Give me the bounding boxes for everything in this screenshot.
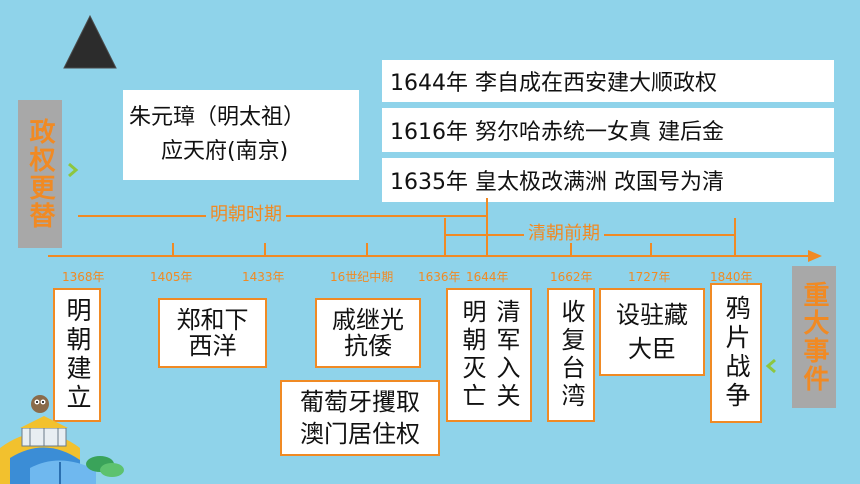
chevron-right-icon [68, 162, 79, 178]
regime-change-label: 政权更替 [25, 118, 55, 230]
chevron-left-icon [765, 358, 776, 374]
event-recover-taiwan: 收复台湾 [547, 288, 595, 422]
event-ming-fall-qing-entry: 明朝灭亡 清军入关 [446, 288, 532, 422]
qing-period-start-tick [444, 218, 446, 256]
tick-1433 [264, 243, 266, 255]
timeline-arrow-icon [808, 250, 822, 262]
tick-16c [366, 243, 368, 255]
ming-period-end-tick [486, 198, 488, 256]
year-1636: 1636年 [418, 270, 461, 284]
year-1368: 1368年 [62, 270, 105, 284]
year-16c: 16世纪中期 [330, 270, 394, 284]
major-events-panel: 重大事件 [792, 266, 836, 408]
dashun-text: 1644年 李自成在西安建大顺政权 [390, 71, 717, 96]
event-tibet-minister: 设驻藏 大臣 [599, 288, 705, 376]
qing-text: 1635年 皇太极改满洲 改国号为清 [390, 170, 724, 195]
tick-1405 [172, 243, 174, 255]
year-1727: 1727年 [628, 270, 671, 284]
timeline-axis [48, 255, 812, 257]
dashun-box: 1644年 李自成在西安建大顺政权 [382, 60, 834, 102]
year-1840: 1840年 [710, 270, 753, 284]
event-zheng-he: 郑和下 西洋 [158, 298, 267, 368]
triangle-decoration [63, 14, 117, 69]
event-qi-jiguang: 戚继光 抗倭 [315, 298, 421, 368]
event-opium-war: 鸦片战争 [710, 283, 762, 423]
year-1433: 1433年 [242, 270, 285, 284]
year-1405: 1405年 [150, 270, 193, 284]
houjin-box: 1616年 努尔哈赤统一女真 建后金 [382, 108, 834, 152]
year-1644: 1644年 [466, 270, 509, 284]
qing-box: 1635年 皇太极改满洲 改国号为清 [382, 158, 834, 202]
founder-box: 朱元璋（明太祖） 应天府(南京) [123, 90, 359, 180]
houjin-text: 1616年 努尔哈赤统一女真 建后金 [390, 120, 724, 145]
tick-1727 [650, 243, 652, 255]
books-owl-decoration [0, 395, 124, 484]
year-1662: 1662年 [550, 270, 593, 284]
tick-1662 [570, 243, 572, 255]
event-portugal-macau: 葡萄牙攫取 澳门居住权 [280, 380, 440, 456]
ming-period-label: 明朝时期 [206, 205, 286, 225]
event-ming-founded: 明朝建立 [53, 288, 101, 422]
founder-line1: 朱元璋（明太祖） [129, 105, 306, 130]
major-events-label: 重大事件 [799, 281, 829, 393]
qing-period-label: 清朝前期 [524, 224, 604, 244]
qing-period-end-tick [734, 218, 736, 256]
regime-change-panel: 政权更替 [18, 100, 62, 248]
founder-line2: 应天府(南京) [161, 139, 289, 164]
